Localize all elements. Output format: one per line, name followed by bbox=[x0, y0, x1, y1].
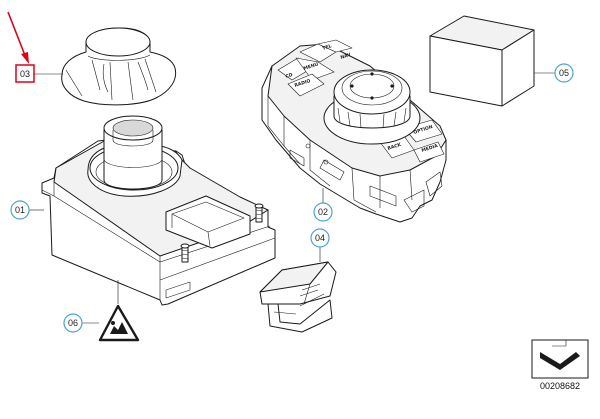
key-radio-label: RADIO bbox=[294, 78, 312, 89]
callout-label-01: 01 bbox=[15, 205, 25, 215]
callout-circle bbox=[10, 200, 30, 220]
document-number: 00208682 bbox=[540, 381, 580, 391]
key-tel-label: TEL bbox=[322, 43, 333, 52]
callout-circle bbox=[63, 313, 83, 333]
callout-01[interactable]: 01 bbox=[10, 200, 44, 220]
key-nav-label: NAV bbox=[340, 52, 352, 61]
callout-06[interactable]: 06 bbox=[63, 313, 99, 333]
key-back-label: BACK bbox=[387, 142, 403, 152]
part-block bbox=[429, 15, 535, 107]
callout-label-02: 02 bbox=[318, 207, 328, 217]
part-knob-cap bbox=[61, 27, 177, 106]
controller-knob bbox=[323, 69, 421, 145]
callout-circle bbox=[310, 228, 330, 248]
part-housing-base bbox=[41, 115, 276, 306]
diagram-reference-icon bbox=[531, 339, 589, 379]
callout-circle bbox=[554, 63, 574, 83]
callout-label-05: 05 bbox=[559, 68, 569, 78]
key-menu-label: MENU bbox=[303, 61, 320, 72]
key-option-label: OPTION bbox=[413, 124, 434, 136]
screw-icon bbox=[254, 203, 264, 223]
part-controller: TEL MENU NAV RADIO CD BACK OPTION MEDIA bbox=[261, 39, 447, 223]
callout-label-03: 03 bbox=[20, 69, 30, 79]
callout-label-06: 06 bbox=[68, 318, 78, 328]
callout-04[interactable]: 04 bbox=[310, 228, 330, 262]
highlight-box bbox=[15, 64, 35, 83]
screw-icon bbox=[180, 243, 190, 263]
callout-03[interactable]: 03 bbox=[7, 11, 63, 83]
key-media-label: MEDIA bbox=[421, 143, 439, 154]
callout-label-04: 04 bbox=[315, 233, 325, 243]
callout-02[interactable]: 02 bbox=[313, 188, 333, 222]
red-arrow-icon bbox=[21, 52, 29, 64]
key-cd-label: CD bbox=[285, 72, 294, 80]
warning-triangle-icon bbox=[98, 304, 140, 342]
callout-circle bbox=[313, 202, 333, 222]
callout-05[interactable]: 05 bbox=[534, 63, 574, 83]
part-bracket bbox=[259, 261, 337, 333]
